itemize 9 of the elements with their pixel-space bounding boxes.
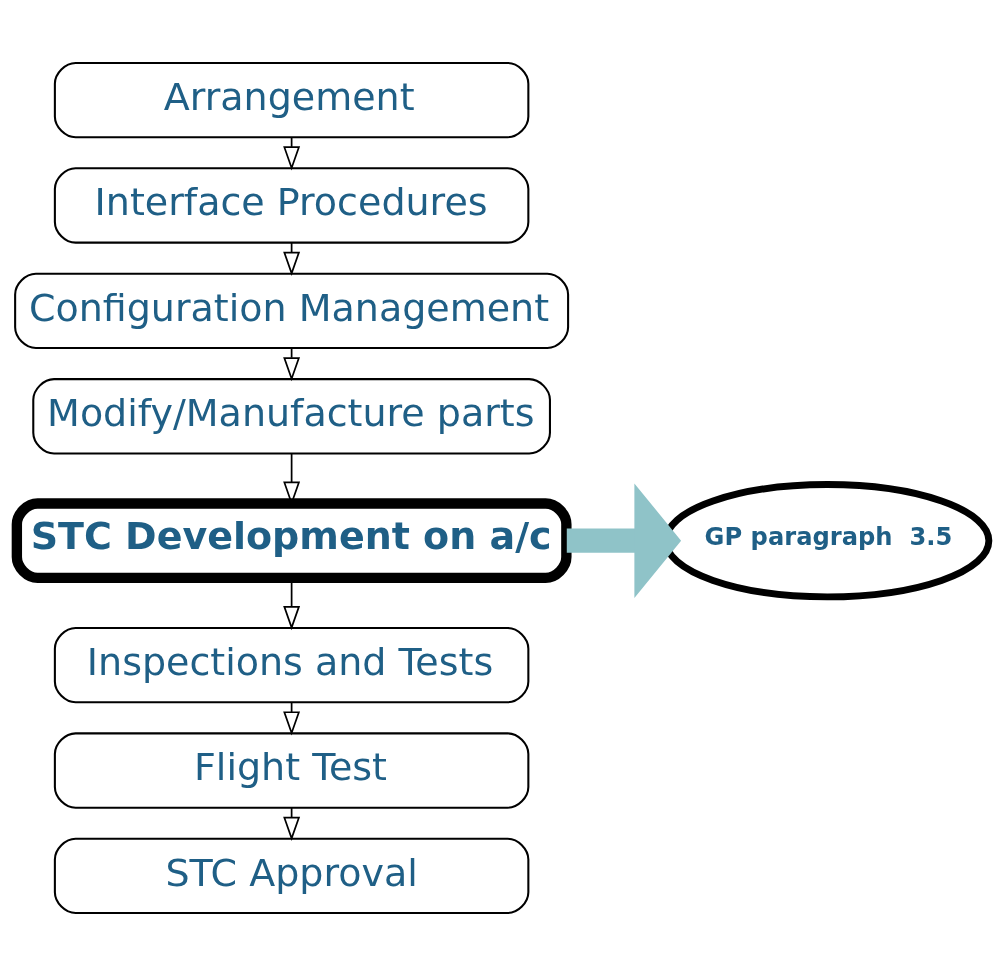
node-box: Modify/Manufacture parts: [32, 378, 551, 455]
node-box: STC Development on a/c: [11, 498, 572, 584]
node-box: Interface Procedures: [53, 167, 530, 244]
node-box: Arrangement: [53, 61, 530, 139]
node-box: Inspections and Tests: [53, 626, 530, 704]
node-box: STC Approval: [53, 837, 530, 915]
node-box: Flight Test: [53, 732, 530, 809]
node-box: Configuration Management: [14, 272, 570, 350]
arrow: [566, 483, 682, 598]
